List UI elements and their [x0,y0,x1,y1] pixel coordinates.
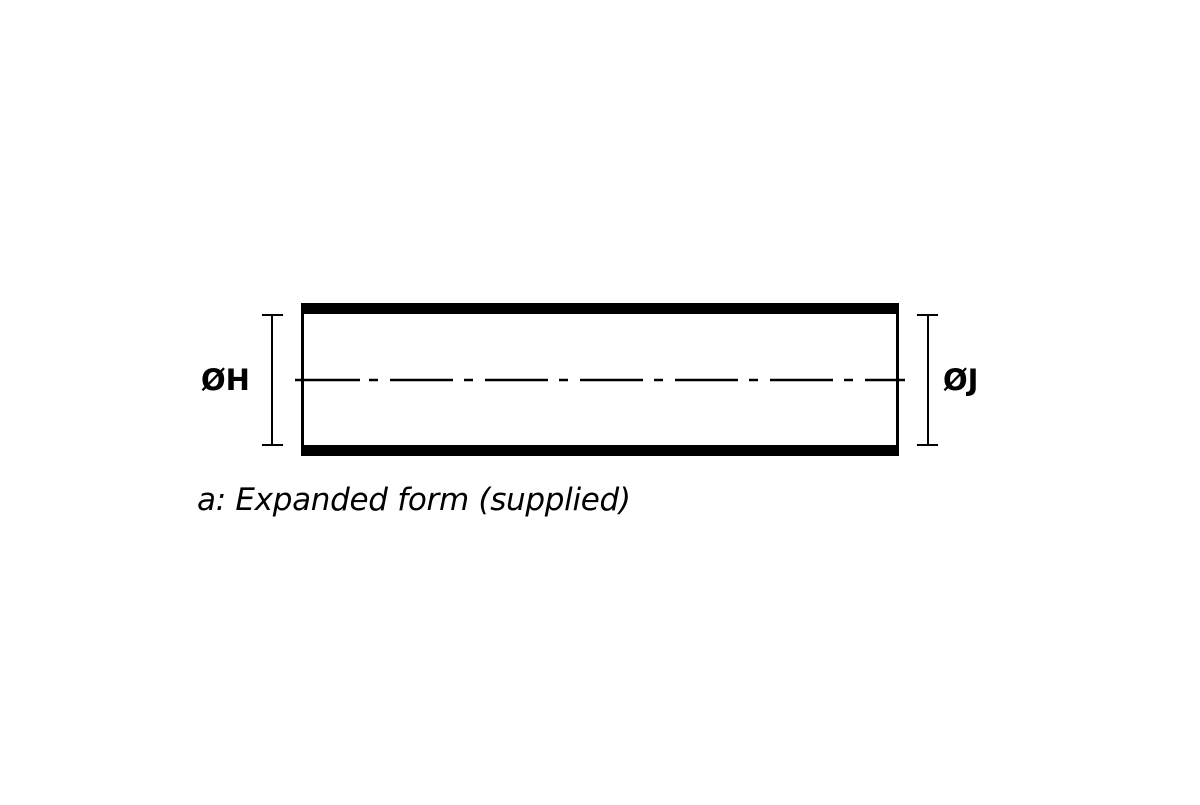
tube-top-wall [301,303,899,314]
tube-bottom-wall [301,445,899,456]
figure-caption: a: Expanded form (supplied) [197,482,631,518]
dimension-label-left: ØH [201,363,250,397]
dimension-line-right [917,314,938,446]
dimension-line-left [262,314,283,446]
dimension-label-right: ØJ [943,363,979,397]
